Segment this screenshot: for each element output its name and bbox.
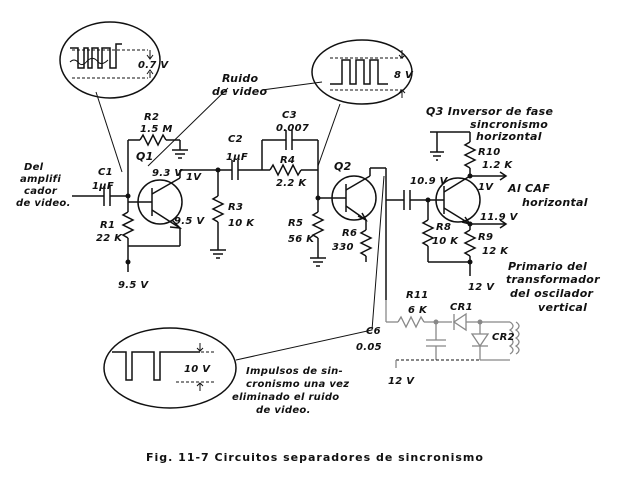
c3-name: C3 [282,110,297,121]
primary-label-line4: vertical [538,301,587,314]
q2-stage [261,130,428,300]
pulses-label-line1: Impulsos de sin- [246,366,343,377]
r4-name: R4 [280,155,295,166]
primary-label-line1: Primario del [508,260,587,273]
r5-name: R5 [288,218,303,229]
r2-name: R2 [144,112,159,123]
q3-stage [421,131,508,276]
r6-value: 330 [332,242,354,253]
q3-title-line3: horizontal [476,130,542,143]
r10-name: R10 [478,147,501,158]
c1-value: 1μF [92,181,114,192]
input-label-line3: cador [24,186,58,197]
c3-value: 0.007 [276,123,309,134]
r6-name: R6 [342,228,357,239]
pulses-label-line4: de video. [256,405,311,416]
pulses-label-line2: cronismo una vez [246,379,349,390]
q3-base-voltage: 10.9 V [410,176,449,187]
r1-name: R1 [100,220,115,231]
r1-value: 22 K [96,233,123,244]
r5-value: 56 K [288,234,315,245]
output-pulse-callout: 10 V [103,327,237,409]
c6-supply-voltage: 12 V [388,376,415,387]
pointer-q1 [95,91,123,173]
pointer-noise-q2 [261,81,323,91]
r11-value: 6 K [408,305,428,316]
q3-out2-voltage: 11.9 V [480,212,519,223]
output-pulse-level-label: 10 V [184,364,211,375]
caf-label-line1: Al CAF [507,182,550,195]
q1-stage [72,133,262,272]
q1-base-bias-voltage: 9.5 V [174,216,205,227]
pointer-output [235,175,385,361]
primary-label-line3: del oscilador [510,287,594,300]
q3-title-line2: sincronismo [470,118,548,131]
pointer-q2 [317,103,341,167]
vertical-sync-section [385,300,520,368]
r4-value: 2.2 K [276,178,307,189]
pulses-label-line3: eliminado el ruido [232,392,339,403]
r9-name: R9 [478,232,493,243]
c6-name: C6 [366,326,381,337]
input-label-line1: Del [24,162,44,173]
r8-name: R8 [436,222,451,233]
q2-label: Q2 [334,160,352,173]
q3-title-line1: Q3 Inversor de fase [426,105,553,118]
cr2-label: CR2 [492,332,515,343]
r10-value: 1.2 K [482,160,513,171]
c1-name: C1 [98,167,113,178]
noise-label-line2: de video [212,85,268,98]
q1-collector-voltage: 9.3 V [152,168,183,179]
q3-out-voltage: 1V [478,182,494,193]
q3-supply-voltage: 12 V [468,282,495,293]
input-label-line2: amplifi [20,174,61,185]
q1-noise-callout: 0.7 V [59,21,169,99]
c2-value: 1μF [226,152,248,163]
q2-pulse-callout: 8 V [311,39,414,105]
q1-noise-level-label: 0.7 V [138,60,169,71]
c2-name: C2 [228,134,243,145]
q1-supply-voltage: 9.5 V [118,280,149,291]
caf-label-line2: horizontal [522,196,588,209]
c6-value: 0.05 [356,342,382,353]
r11-name: R11 [406,290,429,301]
r8-value: 10 K [432,236,459,247]
noise-label-line1: Ruido [222,72,259,85]
primary-label-line2: transformador [506,273,600,286]
pointer-noise-q1 [147,87,229,167]
cr1-label: CR1 [450,302,473,313]
q1-label: Q1 [136,150,154,163]
r3-name: R3 [228,202,243,213]
r9-value: 12 K [482,246,509,257]
r3-value: 10 K [228,218,255,229]
figure-caption: Fig. 11-7 Circuitos separadores de sincr… [146,451,484,464]
input-label-line4: de video. [16,198,71,209]
r2-value: 1.5 M [140,124,173,135]
q2-pulse-level-label: 8 V [394,70,414,81]
q1-emitter-voltage: 1V [186,172,202,183]
